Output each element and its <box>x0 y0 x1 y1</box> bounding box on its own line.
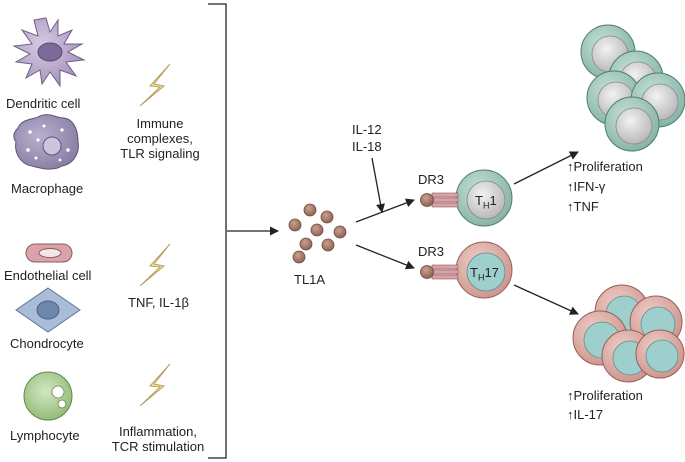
arrow-th1-to-cluster <box>513 151 579 185</box>
th17-outcome-il17: ↑IL-17 <box>567 407 604 422</box>
cell-suffix: 17 <box>484 265 499 280</box>
label-chondrocyte: Chondrocyte <box>10 336 84 351</box>
stimulus-line: TCR stimulation <box>111 439 205 454</box>
label-th1-cell: TH1 <box>475 193 497 214</box>
label-immune-complexes: Immune complexes, TLR signaling <box>110 116 210 161</box>
chondrocyte-icon <box>15 287 81 333</box>
label-lymphocyte: Lymphocyte <box>10 428 80 443</box>
label-macrophage: Macrophage <box>11 181 84 196</box>
tl1a-molecules <box>288 203 347 264</box>
cell-letter: T <box>470 265 478 280</box>
th17-expanded-cluster <box>572 284 685 383</box>
label-dr3-th1: DR3 <box>418 172 445 187</box>
th1-expanded-cluster <box>580 24 685 152</box>
dr3-receptor-th17 <box>420 264 459 280</box>
arrow-il12-il18 <box>371 157 385 213</box>
lightning-icon-1 <box>139 63 171 107</box>
stimulus-line: TLR signaling <box>120 146 200 161</box>
label-endothelial-cell: Endothelial cell <box>4 268 92 283</box>
dendritic-cell-icon <box>12 17 86 88</box>
macrophage-icon <box>13 114 79 170</box>
cell-letter: T <box>475 193 483 208</box>
arrow-th17-to-cluster <box>513 284 579 315</box>
dr3-receptor-th1 <box>420 192 459 208</box>
label-th17-cell: TH17 <box>470 265 499 286</box>
stimulus-line: Immune <box>136 116 184 131</box>
arrow-tl1a-to-th17 <box>355 244 415 270</box>
th1-outcome-ifn: ↑IFN-γ <box>567 179 606 194</box>
label-il12: IL-12 <box>352 122 382 137</box>
source-bracket <box>208 3 227 459</box>
label-tl1a: TL1A <box>294 272 326 287</box>
lymphocyte-icon <box>23 371 73 421</box>
th1-outcome-proliferation: ↑Proliferation <box>567 159 643 174</box>
th17-cell-icon <box>455 241 513 299</box>
cell-subscript: H <box>482 200 490 211</box>
lightning-icon-2 <box>139 243 171 287</box>
stimulus-line: complexes, <box>127 131 193 146</box>
stimulus-line: Inflammation, <box>118 424 198 439</box>
endothelial-cell-icon <box>25 243 73 263</box>
label-il18: IL-18 <box>352 139 382 154</box>
arrow-tl1a-to-th1 <box>355 198 415 223</box>
cell-suffix: 1 <box>489 193 497 208</box>
label-dendritic-cell: Dendritic cell <box>6 96 81 111</box>
th17-outcome-proliferation: ↑Proliferation <box>567 388 643 403</box>
label-tnf-il1b: TNF, IL-1β <box>128 295 189 310</box>
label-inflammation: Inflammation, TCR stimulation <box>106 424 210 454</box>
label-dr3-th17: DR3 <box>418 244 445 259</box>
th1-outcome-tnf: ↑TNF <box>567 199 599 214</box>
th1-cell-icon <box>455 169 513 227</box>
lightning-icon-3 <box>139 363 171 407</box>
cell-subscript: H <box>477 272 485 283</box>
